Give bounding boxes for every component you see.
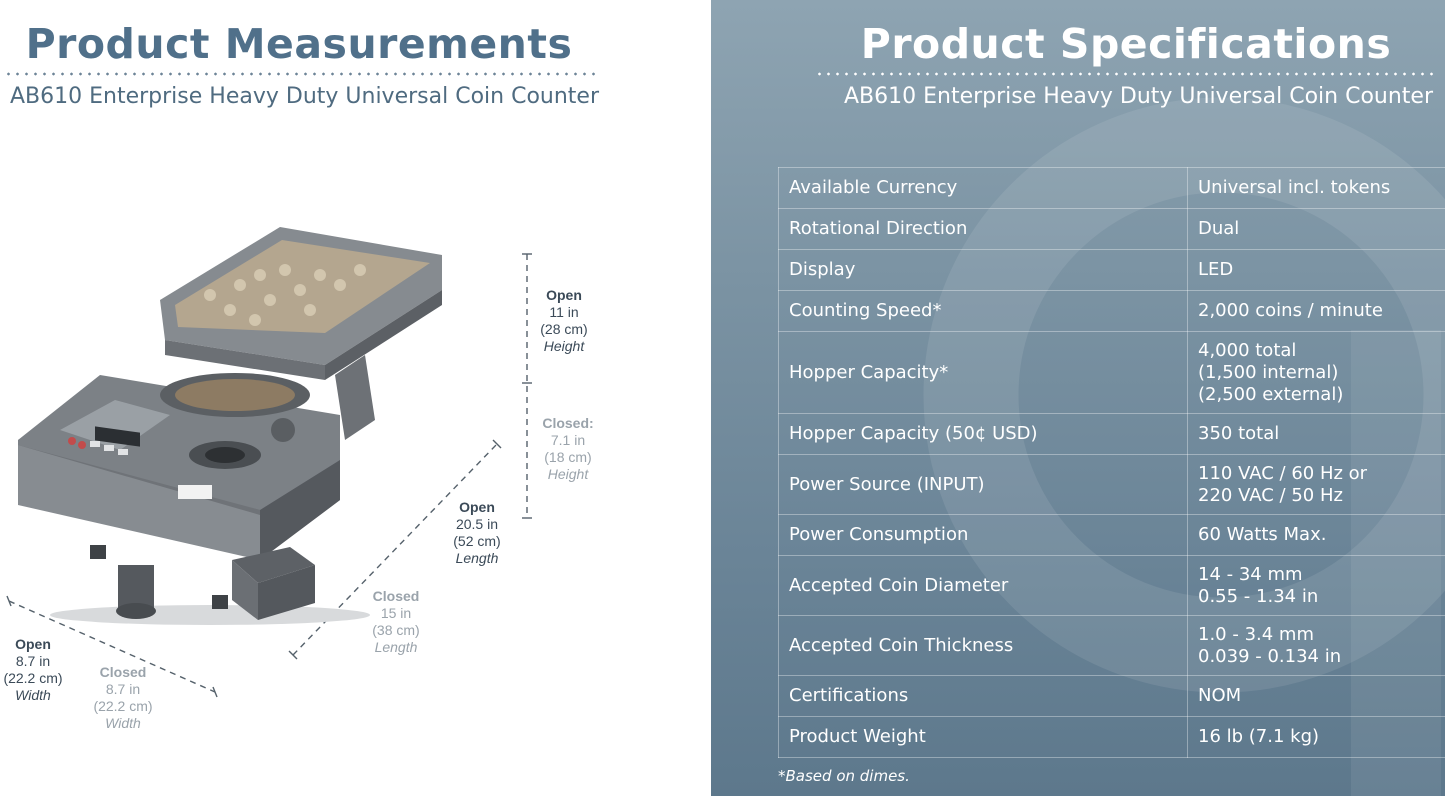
specifications-title: Product Specifications — [860, 20, 1392, 68]
open-length-label: Open 20.5 in (52 cm) Length — [453, 499, 501, 566]
spec-value-line: 0.55 - 1.34 in — [1198, 585, 1319, 607]
spec-row: Display LED — [778, 249, 1445, 291]
spec-name: Product Weight — [778, 716, 1188, 758]
spec-value-line: (1,500 internal) — [1198, 361, 1339, 383]
spec-value: Universal incl. tokens — [1187, 167, 1445, 209]
spec-name: Hopper Capacity (50¢ USD) — [778, 413, 1188, 455]
spec-row: Hopper Capacity*4,000 total(1,500 intern… — [778, 331, 1445, 414]
spec-name: Hopper Capacity* — [778, 331, 1188, 414]
spec-value-line: 14 - 34 mm — [1198, 563, 1303, 585]
spec-row: Certifications NOM — [778, 675, 1445, 717]
spec-value-line: 2,000 coins / minute — [1198, 300, 1383, 321]
spec-value: 60 Watts Max. — [1187, 514, 1445, 556]
closed-height-label: Closed: 7.1 in (18 cm) Height — [542, 415, 594, 482]
spec-value-line: Universal incl. tokens — [1198, 177, 1391, 198]
spec-name: Power Source (INPUT) — [778, 454, 1188, 515]
dotted-divider — [4, 72, 600, 76]
spec-value-line: 350 total — [1198, 423, 1280, 444]
spec-value-line: 60 Watts Max. — [1198, 524, 1327, 545]
spec-value-line: 220 VAC / 50 Hz — [1198, 484, 1343, 506]
open-height-label: Open 11 in (28 cm) Height — [540, 287, 588, 354]
spec-value-line: 1.0 - 3.4 mm — [1198, 623, 1314, 645]
spec-value-line: (2,500 external) — [1198, 383, 1344, 405]
spec-row: Product Weight 16 lb (7.1 kg) — [778, 716, 1445, 758]
spec-value-line: NOM — [1198, 685, 1242, 706]
spec-value-line: 0.039 - 0.134 in — [1198, 645, 1342, 667]
spec-row: Available Currency Universal incl. tokens — [778, 167, 1445, 209]
measurements-panel: Product Measurements AB610 Enterprise He… — [0, 0, 711, 796]
spec-row: Rotational Direction Dual — [778, 208, 1445, 250]
dotted-divider — [815, 72, 1435, 76]
closed-width-label: Closed 8.7 in (22.2 cm) Width — [93, 664, 153, 731]
specifications-panel: Product Specifications AB610 Enterprise … — [711, 0, 1445, 796]
spec-value-line: 16 lb (7.1 kg) — [1198, 726, 1320, 747]
spec-value-line: Dual — [1198, 218, 1240, 239]
spec-value: NOM — [1187, 675, 1445, 717]
spec-value: 2,000 coins / minute — [1187, 290, 1445, 332]
spec-value: Dual — [1187, 208, 1445, 250]
spec-name: Counting Speed* — [778, 290, 1188, 332]
measurements-title: Product Measurements — [25, 20, 573, 68]
spec-name: Accepted Coin Diameter — [778, 555, 1188, 616]
spec-row: Power Consumption 60 Watts Max. — [778, 514, 1445, 556]
specifications-subtitle: AB610 Enterprise Heavy Duty Universal Co… — [844, 84, 1433, 109]
spec-value: LED — [1187, 249, 1445, 291]
spec-value-line: 110 VAC / 60 Hz or — [1198, 462, 1368, 484]
spec-value-line: 4,000 total — [1198, 339, 1297, 361]
spec-name: Available Currency — [778, 167, 1188, 209]
measurements-subtitle: AB610 Enterprise Heavy Duty Universal Co… — [10, 84, 599, 109]
specifications-table: Available Currency Universal incl. tokens… — [778, 167, 1445, 758]
spec-row: Counting Speed* 2,000 coins / minute — [778, 290, 1445, 332]
spec-value: 16 lb (7.1 kg) — [1187, 716, 1445, 758]
spec-name: Accepted Coin Thickness — [778, 615, 1188, 676]
footnote: *Based on dimes. — [778, 767, 910, 785]
spec-name: Power Consumption — [778, 514, 1188, 556]
spec-row: Hopper Capacity (50¢ USD) 350 total — [778, 413, 1445, 455]
spec-name: Display — [778, 249, 1188, 291]
spec-name: Rotational Direction — [778, 208, 1188, 250]
open-width-label: Open 8.7 in (22.2 cm) Width — [3, 636, 63, 703]
spec-value: 350 total — [1187, 413, 1445, 455]
spec-value: 4,000 total(1,500 internal)(2,500 extern… — [1187, 331, 1445, 414]
closed-length-label: Closed 15 in (38 cm) Length — [372, 588, 420, 655]
spec-name: Certifications — [778, 675, 1188, 717]
coin-counter-product-photo — [18, 227, 442, 625]
spec-value-line: LED — [1198, 259, 1234, 280]
